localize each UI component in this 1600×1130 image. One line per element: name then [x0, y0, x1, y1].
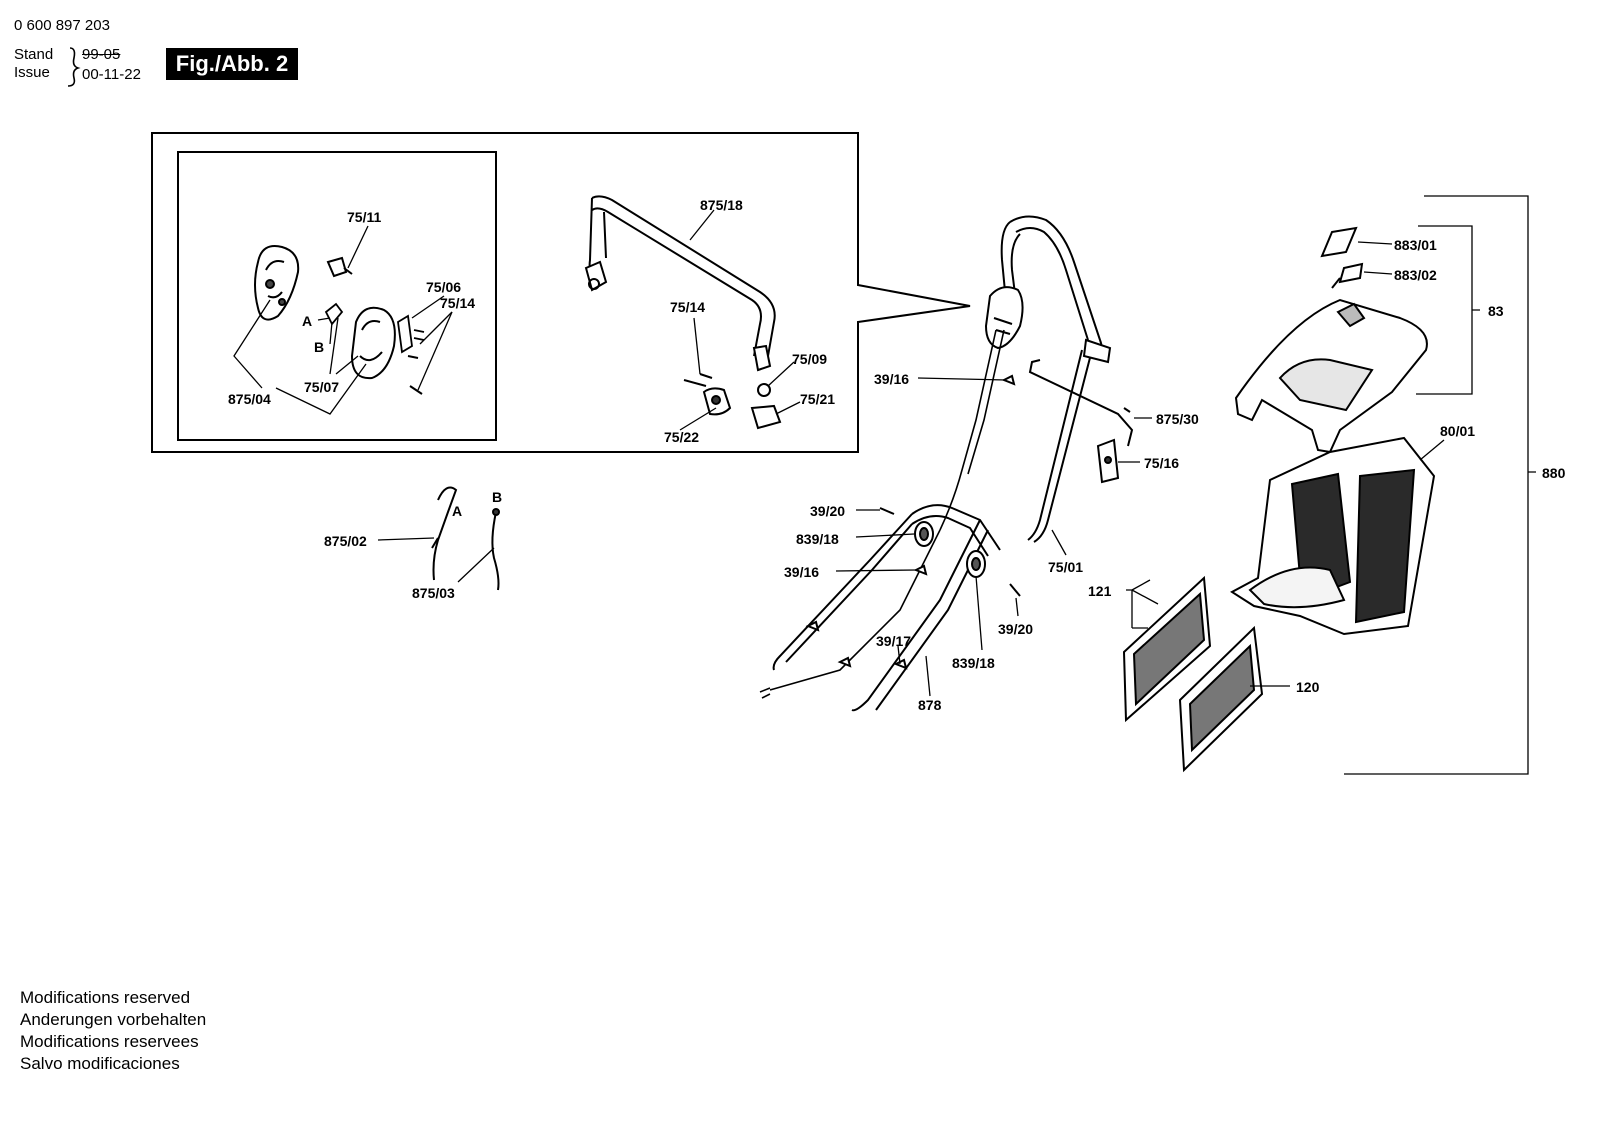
label-75-11: 75/11	[347, 209, 381, 225]
label-883-01: 883/01	[1394, 237, 1437, 253]
bracket-75-06	[397, 314, 425, 354]
label-875-04: 875/04	[228, 391, 271, 407]
main-handle-75-01	[1000, 215, 1103, 543]
switch-lever	[324, 302, 344, 326]
label-75-14-inset: 75/14	[440, 295, 475, 311]
footer-line-4: Salvo modificaciones	[20, 1054, 180, 1073]
label-A-inset: A	[302, 313, 312, 329]
old-date: 99-05	[82, 46, 121, 63]
label-875-18: 875/18	[700, 197, 743, 213]
footer-line-1: Modifications reserved	[20, 988, 191, 1007]
label-75-14-handle: 75/14	[670, 299, 705, 315]
switch-box-on-handle	[984, 286, 1024, 350]
switch-plate-75-16	[1096, 438, 1120, 484]
cable-run	[939, 329, 1005, 531]
label-75-22: 75/22	[664, 429, 699, 445]
cable-875-02	[431, 486, 458, 581]
label-120: 120	[1296, 679, 1320, 695]
label-75-16: 75/16	[1144, 455, 1179, 471]
bracket-875-30	[1028, 359, 1134, 447]
grid-panel-120	[1178, 625, 1264, 773]
part-number: 0 600 897 203	[14, 17, 110, 34]
grid-panel-121	[1122, 575, 1212, 723]
star-knob-839-18-right	[966, 550, 986, 578]
label-875-02: 875/02	[324, 533, 367, 549]
cable-lower	[759, 529, 941, 699]
label-39-16-lower: 39/16	[784, 564, 819, 580]
screws-75-14-handle	[683, 373, 713, 387]
label-83: 83	[1488, 303, 1504, 319]
label-39-16-upper: 39/16	[874, 371, 909, 387]
screw-75-11	[326, 256, 353, 278]
header-brace	[67, 47, 81, 87]
label-880: 880	[1542, 465, 1566, 481]
detail-frame	[151, 132, 971, 453]
leader-lines	[233, 195, 1536, 775]
label-839-18-left: 839/18	[796, 531, 839, 547]
label-883-02: 883/02	[1394, 267, 1437, 283]
handle-end-cap	[1082, 338, 1112, 364]
cable-clamp-75-22	[702, 387, 732, 416]
footer-line-2: Anderungen vorbehalten	[20, 1010, 207, 1029]
issue-label: Issue	[14, 64, 50, 81]
switch-housing-875-04	[254, 245, 300, 321]
label-39-17: 39/17	[876, 633, 911, 649]
grass-box-80-01	[1230, 436, 1436, 636]
label-B-cable: B	[492, 489, 502, 505]
label-80-01: 80/01	[1440, 423, 1475, 439]
figure-label: Fig./Abb. 2	[166, 48, 298, 80]
screws-75-14-inset	[407, 355, 423, 395]
key-883-02	[1331, 262, 1364, 289]
stand-label: Stand	[14, 46, 54, 63]
label-875-30: 875/30	[1156, 411, 1199, 427]
knob-75-21	[750, 404, 782, 430]
label-121: 121	[1088, 583, 1112, 599]
cable-875-03	[491, 508, 500, 591]
label-878: 878	[918, 697, 942, 713]
label-75-01: 75/01	[1048, 559, 1083, 575]
footer-line-3: Modifications reservees	[20, 1032, 199, 1051]
bolts-39-series	[805, 374, 1021, 670]
label-B-inset: B	[314, 339, 324, 355]
label-39-20-lower: 39/20	[998, 621, 1033, 637]
label-75-06: 75/06	[426, 279, 461, 295]
upper-handle-875-18	[584, 195, 776, 372]
callout-labels: 75/11 75/06 75/14 A B 75/07 875/04 875/1…	[228, 197, 1566, 713]
label-75-21: 75/21	[800, 391, 835, 407]
key-883-01	[1320, 226, 1358, 258]
switch-cover-75-07	[350, 306, 396, 380]
label-39-20-upper: 39/20	[810, 503, 845, 519]
label-75-07: 75/07	[304, 379, 339, 395]
label-75-09: 75/09	[792, 351, 827, 367]
label-A-cable: A	[452, 503, 462, 519]
issue-date: 00-11-22	[82, 66, 141, 83]
label-875-03: 875/03	[412, 585, 455, 601]
nut-75-09	[757, 383, 771, 397]
label-839-18-right: 839/18	[952, 655, 995, 671]
star-knob-839-18-left	[914, 521, 934, 547]
grass-box-lid-83	[1234, 298, 1428, 454]
